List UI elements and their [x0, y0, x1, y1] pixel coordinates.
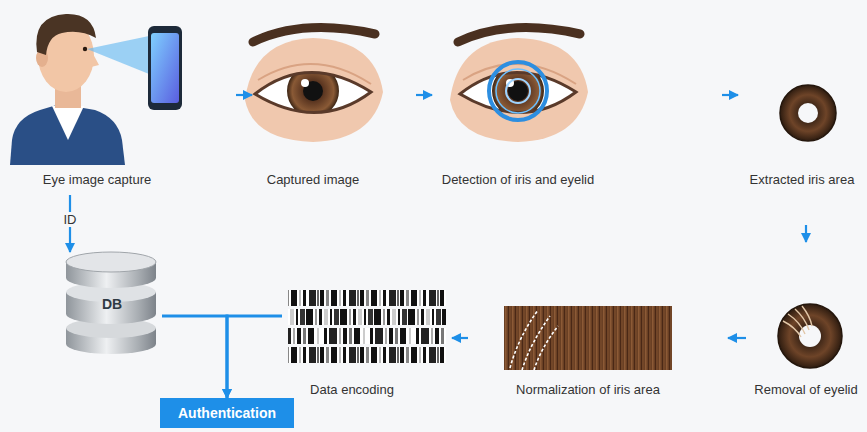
- iris-ring-shape: [780, 85, 836, 141]
- step-caption: Normalization of iris area: [516, 382, 660, 397]
- iris-donut: [780, 85, 836, 141]
- scan-beam: [87, 36, 149, 74]
- node-label: DB: [102, 297, 122, 312]
- iris-code: [288, 290, 446, 363]
- db-disc-top: [66, 252, 156, 272]
- flow-arrow: [416, 94, 432, 96]
- iris-donut: [778, 304, 842, 368]
- process-step: Removal of eyelid: [746, 242, 862, 402]
- process-step: Captured image: [252, 5, 416, 195]
- flow-arrow: [728, 337, 746, 339]
- step-caption: Captured image: [267, 172, 360, 187]
- flow-arrow: [227, 316, 282, 398]
- eyelid-streak: [802, 306, 812, 326]
- code-row: [288, 309, 446, 325]
- process-step: Eye image capture: [8, 5, 236, 195]
- process-step: Data encoding: [282, 280, 452, 402]
- iris-ring-shape: [778, 304, 842, 368]
- pupil-ring: [506, 79, 530, 103]
- flow-arrow: [722, 94, 738, 96]
- shirt: [52, 106, 84, 140]
- nose: [91, 52, 99, 67]
- flow-arrow: [162, 316, 227, 398]
- flow-arrow: [452, 337, 468, 339]
- process-step: Normalization of iris area: [468, 296, 728, 402]
- code-row: [288, 328, 446, 344]
- step-caption: Eye image capture: [43, 172, 151, 187]
- texture-mark: [510, 310, 538, 368]
- code-row: [288, 347, 446, 363]
- detection-rings: [489, 62, 547, 120]
- normalized-texture: [504, 306, 672, 370]
- process-step: Detection of iris and eyelid: [432, 5, 722, 195]
- suit: [10, 104, 125, 165]
- hair: [36, 14, 96, 55]
- edge-label: ID: [62, 212, 79, 227]
- eye-image: [245, 28, 383, 142]
- step-caption: Data encoding: [310, 382, 394, 397]
- code-row: [288, 290, 446, 306]
- process-step: Extracted iris area: [738, 40, 862, 225]
- eye-dot: [83, 47, 87, 51]
- phone-screen: [151, 33, 179, 103]
- eyelid-streak: [783, 321, 801, 337]
- iris-hole: [798, 103, 818, 123]
- flow-arrow: [805, 225, 807, 242]
- eye-image: [450, 28, 588, 142]
- iris-ring: [496, 69, 540, 113]
- phone-body: [148, 26, 182, 110]
- texture-strip: [504, 306, 672, 370]
- flow-arrow: [236, 94, 252, 96]
- database-cylinder-shape: [66, 252, 156, 354]
- texture-mark: [522, 316, 550, 370]
- iris-ring: [489, 62, 547, 120]
- result-box: Authentication: [160, 398, 294, 428]
- step-caption: Detection of iris and eyelid: [442, 172, 594, 187]
- node-label: Authentication: [178, 405, 276, 422]
- connector-group: [70, 95, 806, 398]
- step-caption: Removal of eyelid: [754, 382, 857, 397]
- step-caption: Extracted iris area: [750, 172, 855, 187]
- database-cylinder: DB: [62, 252, 162, 356]
- texture-mark: [534, 326, 558, 370]
- person-illustration: [10, 14, 182, 165]
